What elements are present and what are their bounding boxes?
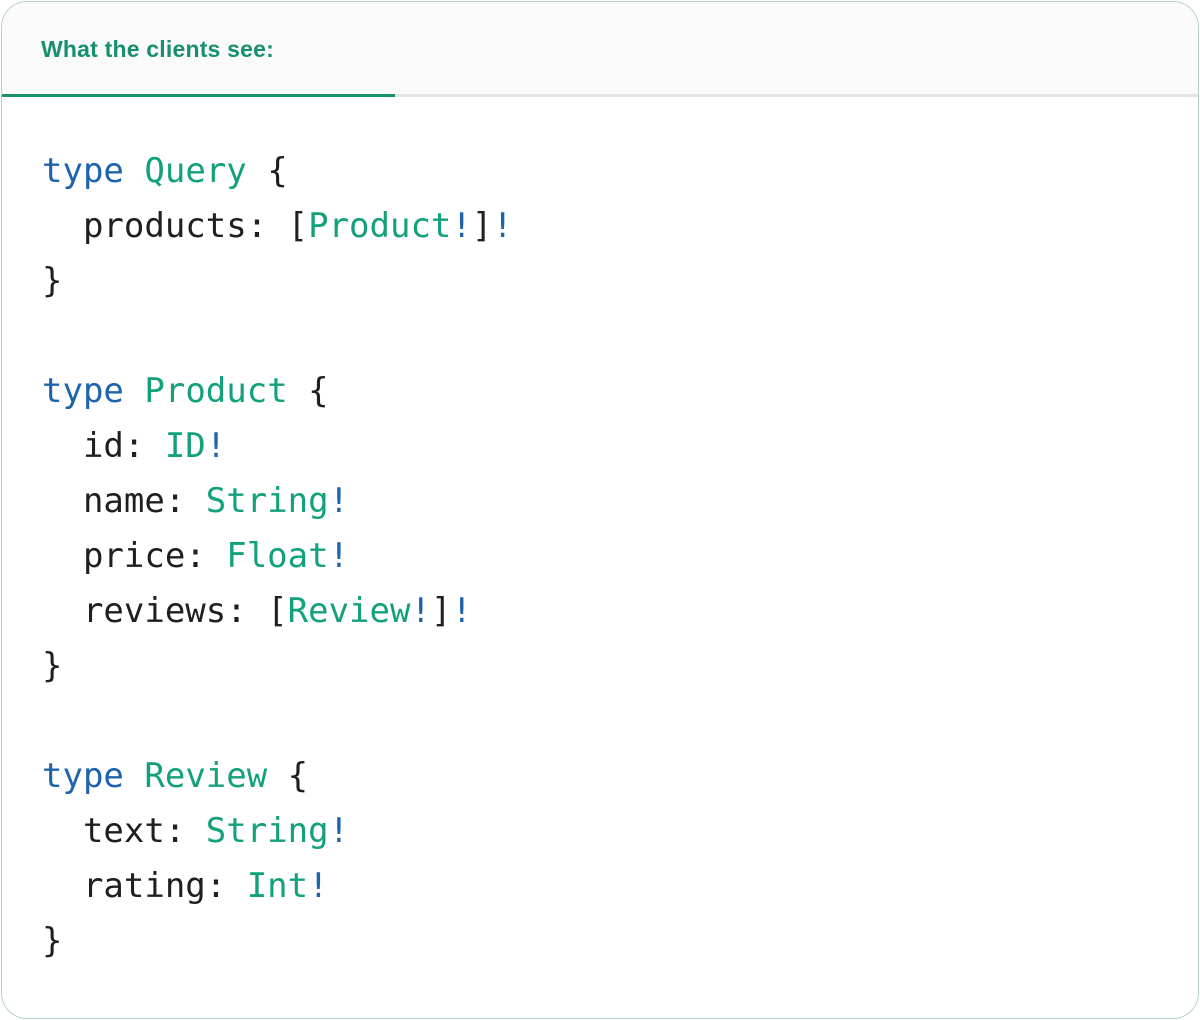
code-token-plain: products: [ (42, 206, 309, 246)
code-line: name: String! (42, 474, 1158, 529)
code-line (42, 694, 1158, 749)
code-token-plain (124, 756, 144, 796)
code-line: id: ID! (42, 419, 1158, 474)
code-token-plain (124, 151, 144, 191)
code-token-plain: id: (42, 426, 165, 466)
code-token-bang: ! (410, 591, 431, 631)
code-token-plain (124, 371, 144, 411)
code-line: } (42, 914, 1158, 969)
code-token-type: Product (144, 371, 288, 411)
code-line (42, 309, 1158, 364)
code-token-keyword: type (42, 151, 124, 191)
code-line: rating: Int! (42, 859, 1158, 914)
code-token-type: Query (144, 151, 247, 191)
code-token-type: Int (246, 866, 309, 906)
code-token-type: String (205, 481, 329, 521)
code-token-bang: ! (328, 481, 350, 521)
code-panel: type Query { products: [Product!]!} type… (2, 97, 1198, 969)
code-token-plain: rating: (42, 866, 247, 906)
code-token-keyword: type (42, 371, 124, 411)
code-token-bang: ! (451, 206, 472, 246)
active-tab-underline (2, 94, 395, 97)
code-token-plain: ] (471, 206, 493, 246)
code-token-plain: { (246, 151, 288, 191)
code-line: type Product { (42, 364, 1158, 419)
code-token-type: String (205, 811, 329, 851)
code-token-type: Float (226, 536, 329, 576)
tab-what-clients-see[interactable]: What the clients see: (2, 2, 274, 97)
code-token-plain: } (42, 261, 63, 301)
code-line: price: Float! (42, 529, 1158, 584)
code-token-plain: reviews: [ (42, 591, 288, 631)
code-token-bang: ! (328, 536, 350, 576)
code-line: type Query { (42, 144, 1158, 199)
code-line: products: [Product!]! (42, 199, 1158, 254)
code-token-keyword: type (42, 756, 124, 796)
code-token-plain: { (267, 756, 309, 796)
code-block: type Query { products: [Product!]!} type… (42, 144, 1158, 969)
code-token-plain: price: (42, 536, 227, 576)
code-token-type: Review (144, 756, 268, 796)
code-token-plain: name: (42, 481, 206, 521)
code-token-type: ID (164, 426, 206, 466)
code-token-bang: ! (492, 206, 513, 246)
code-token-bang: ! (451, 591, 472, 631)
code-token-bang: ! (205, 426, 227, 466)
code-token-type: Review (287, 591, 411, 631)
code-line: type Review { (42, 749, 1158, 804)
code-token-plain: text: (42, 811, 206, 851)
code-token-type: Product (308, 206, 452, 246)
tab-label: What the clients see: (41, 36, 274, 62)
code-line: } (42, 639, 1158, 694)
code-line: text: String! (42, 804, 1158, 859)
tab-bar: What the clients see: (2, 2, 1198, 97)
code-token-bang: ! (328, 811, 350, 851)
code-token-plain: } (42, 921, 63, 961)
code-token-plain: } (42, 646, 63, 686)
code-line: reviews: [Review!]! (42, 584, 1158, 639)
code-token-bang: ! (308, 866, 329, 906)
code-token-plain: ] (430, 591, 452, 631)
code-line: } (42, 254, 1158, 309)
code-token-plain: { (287, 371, 329, 411)
